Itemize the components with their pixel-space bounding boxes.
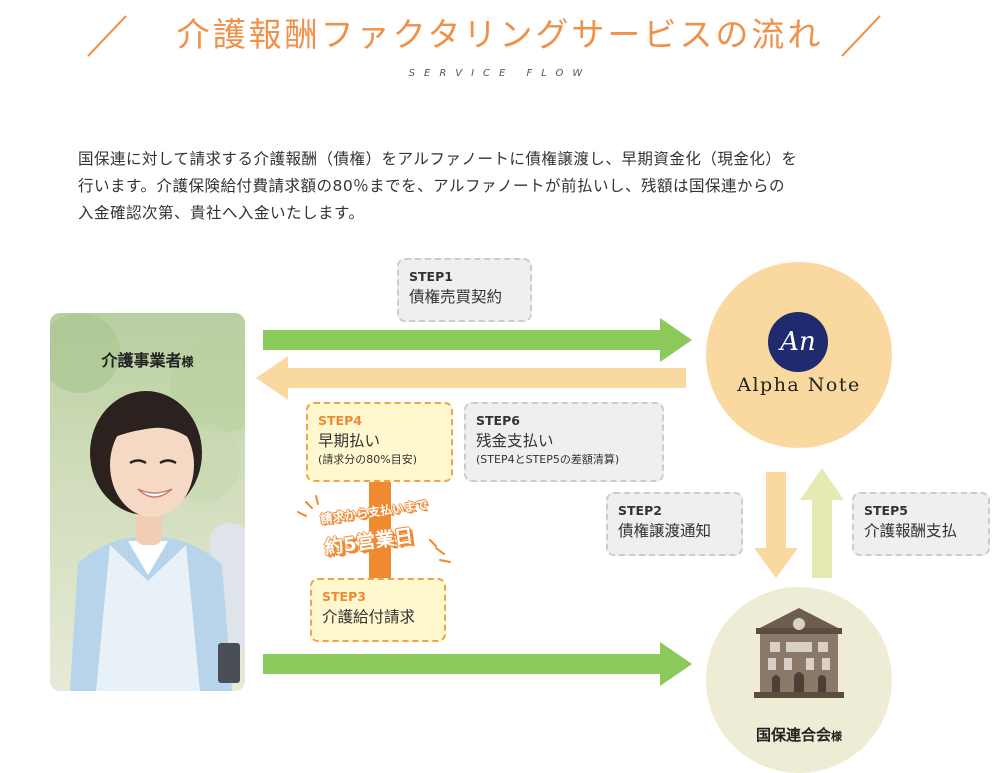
provider-photo: 介護事業者様 [50,313,245,691]
arrow-step5 [800,468,844,578]
intro-line-2: 行います。介護保険給付費請求額の80％までを、アルファノートが前払いし、残額は国… [78,177,786,195]
intro-text: 国保連に対して請求する介護報酬（債権）をアルファノートに債権譲渡し、早期資金化（… [78,146,938,227]
provider-label: 介護事業者様 [50,347,245,371]
arrow-step1 [263,318,692,362]
timing-badge: 請求から支払いまで 約5営業日 [300,497,456,569]
intro-line-1: 国保連に対して請求する介護報酬（債権）をアルファノートに債権譲渡し、早期資金化（… [78,150,798,168]
kokuho-name: 国保連合会 [755,726,831,744]
building-icon [754,608,844,698]
step2-text: 債権譲渡通知 [618,522,712,540]
step1-text: 債権売買契約 [409,288,503,306]
step3-label: STEP3 [322,589,366,604]
alpha-note-name: Alpha Note [737,374,861,396]
step5-label: STEP5 [864,503,908,518]
arrow-step3 [263,642,692,686]
title-slash-left [87,15,881,57]
alpha-note-logo-text: An [780,327,816,357]
page-title: 介護報酬ファクタリングサービスの流れ [176,15,824,54]
step4-text: 早期払い [318,432,381,450]
step1-box: STEP1 債権売買契約 [397,258,532,322]
step6-text: 残金支払い [476,432,554,450]
badge-sparkles [297,495,451,563]
step5-box: STEP5 介護報酬支払 [852,492,990,556]
step3-text: 介護給付請求 [322,608,416,626]
step6-note: (STEP4とSTEP5の差額清算) [476,453,620,466]
provider-honorific: 様 [181,355,194,369]
step3-box: STEP3 介護給付請求 [310,578,446,642]
step4-note: (請求分の80%目安) [318,453,418,466]
connector-step4-step3 [369,482,391,580]
step4-box: STEP4 早期払い (請求分の80%目安) [306,402,453,482]
step2-box: STEP2 債権譲渡通知 [606,492,743,556]
intro-line-3: 入金確認次第、貴社へ入金いたします。 [78,204,365,222]
provider-illustration [50,313,245,691]
page-subtitle: SERVICE FLOW [408,68,592,79]
timing-badge-line1: 請求から支払いまで [319,497,429,527]
provider-name: 介護事業者 [101,351,182,370]
kokuho-label: 国保連合会様 [706,724,892,745]
step6-box: STEP6 残金支払い (STEP4とSTEP5の差額清算) [464,402,664,482]
arrow-step4-6 [256,356,686,400]
step4-label: STEP4 [318,413,362,428]
step5-text: 介護報酬支払 [864,522,958,540]
step2-label: STEP2 [618,503,662,518]
step1-label: STEP1 [409,269,453,284]
step6-label: STEP6 [476,413,520,428]
alpha-note-logo: An [768,312,828,372]
arrow-step2 [754,472,798,578]
kokuho-honorific: 様 [831,730,842,743]
timing-badge-line2: 約5営業日 [323,524,415,560]
